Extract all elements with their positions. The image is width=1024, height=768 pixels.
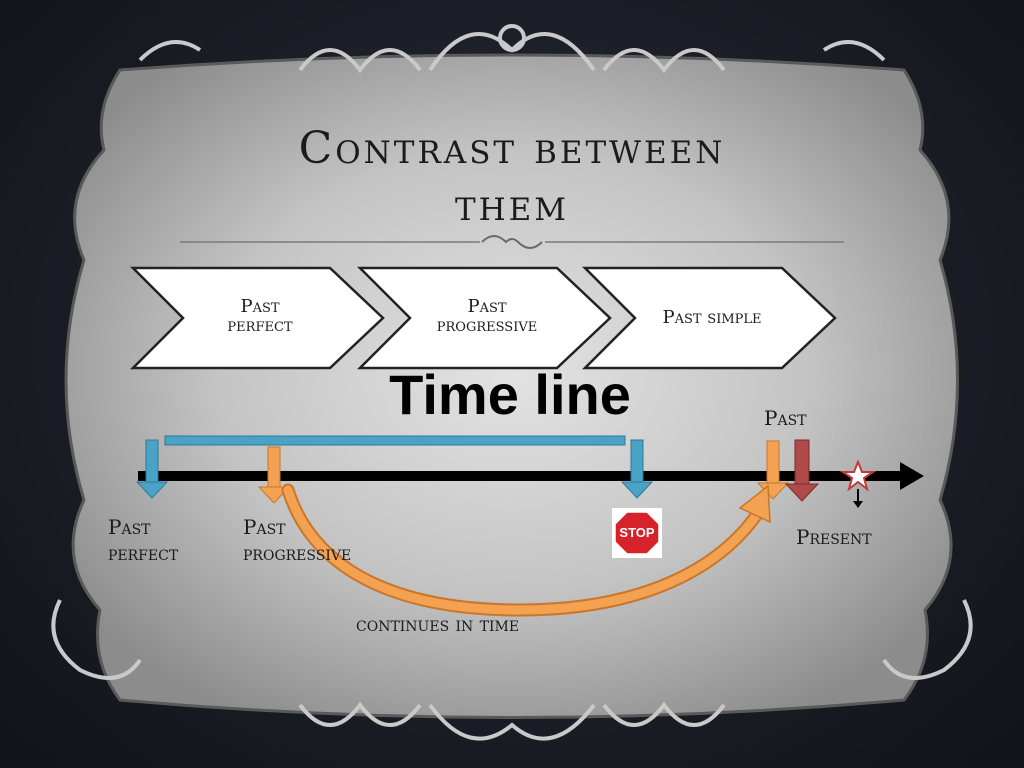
label-past-perfect: Past perfect (108, 514, 178, 566)
chevron-label-line: perfect (227, 314, 293, 336)
decorative-frame (64, 53, 959, 719)
chevron-label-past-simple: Past simple (632, 307, 792, 328)
chevron-label-line: Past (240, 296, 280, 317)
label-line: Past (108, 515, 151, 539)
continues-curved-arrow (281, 483, 771, 617)
label-line: Past (243, 515, 286, 539)
label-line: perfect (108, 541, 179, 565)
red-marker-past (784, 439, 820, 502)
orange-marker-past-progressive (257, 446, 291, 504)
timeline-heading: Time line (389, 363, 631, 426)
star-icon (839, 459, 877, 508)
chevron-label-line: Past simple (662, 307, 762, 328)
title-divider (180, 235, 844, 249)
label-past-top: Past (764, 406, 807, 430)
label-line: progressive (243, 541, 352, 565)
chevron-label-past-progressive: Past progressive (407, 296, 567, 336)
chevron-label-line: progressive (436, 314, 538, 336)
page-title: Contrast between them (180, 120, 844, 234)
chevron-label-line: Past (467, 296, 507, 317)
stop-sign-icon (612, 508, 662, 558)
blue-marker-past-perfect (135, 439, 169, 499)
chevron-past-simple (581, 266, 837, 370)
chevron-past-progressive (356, 266, 612, 370)
label-continues-in-time: continues in time (356, 612, 520, 636)
label-past-progressive: Past progressive (243, 514, 351, 566)
chevron-label-past-perfect: Past perfect (190, 296, 330, 336)
label-present: Present (796, 525, 872, 549)
blue-marker-stop (620, 439, 654, 499)
stop-sign-text: STOP (619, 525, 655, 540)
chevron-past-perfect (129, 266, 385, 370)
title-line-1: Contrast between (298, 123, 726, 174)
duration-bar (164, 435, 626, 446)
top-ornament (138, 24, 886, 74)
title-line-2: them (454, 180, 570, 232)
timeline-arrowhead (900, 462, 924, 490)
bottom-ornament (51, 599, 973, 741)
orange-marker-past (756, 440, 790, 500)
